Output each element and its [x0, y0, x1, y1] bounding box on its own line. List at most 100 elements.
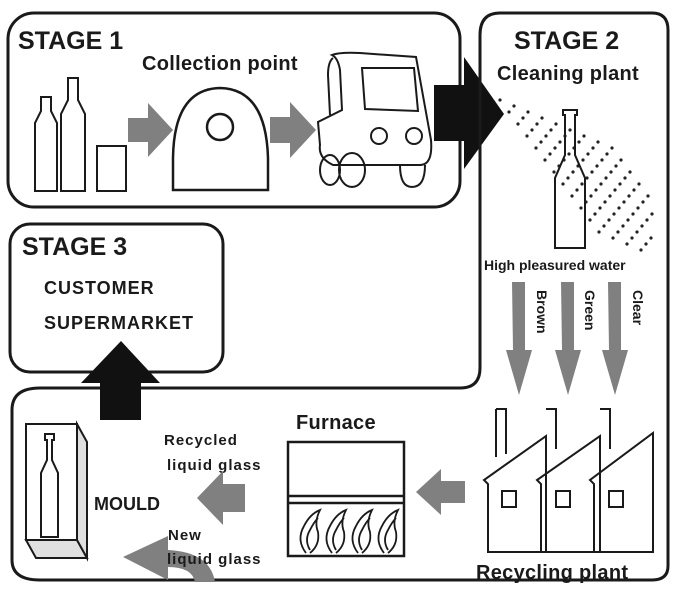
water-drop	[641, 200, 645, 204]
water-drop	[585, 176, 589, 180]
water-drop	[596, 140, 600, 144]
water-drop	[614, 164, 618, 168]
recycling-plant-label: Recycling plant	[476, 562, 628, 584]
stage2-frame	[500, 11, 670, 582]
stage3-customer: CUSTOMER	[44, 278, 155, 298]
flame-icon	[377, 508, 400, 554]
new-glass-label-1: New	[168, 527, 202, 544]
stage1-title: STAGE 1	[18, 27, 123, 55]
water-drop	[570, 194, 574, 198]
arrow-to-stage3	[81, 341, 160, 420]
water-drop	[644, 242, 648, 246]
water-drop	[600, 158, 604, 162]
arrow-new-glass	[123, 536, 215, 582]
water-drop	[632, 188, 636, 192]
water-drop	[591, 146, 595, 150]
flame-icon	[351, 508, 374, 554]
water-drop	[636, 206, 640, 210]
water-drop	[631, 212, 635, 216]
water-drop	[628, 170, 632, 174]
water-drop	[593, 212, 597, 216]
washed-bottle-icon	[554, 109, 586, 249]
water-drop	[580, 182, 584, 186]
water-drop	[646, 194, 650, 198]
water-drop	[586, 152, 590, 156]
water-drop	[611, 236, 615, 240]
water-drop	[507, 110, 511, 114]
water-drop	[568, 128, 572, 132]
water-drop	[567, 152, 571, 156]
stage3-title: STAGE 3	[22, 233, 127, 261]
water-drop	[588, 218, 592, 222]
bottles-icon	[34, 77, 127, 192]
water-drop	[571, 170, 575, 174]
arrow-clear	[602, 282, 628, 395]
water-drop	[645, 218, 649, 222]
water-drop	[619, 158, 623, 162]
water-drop	[548, 152, 552, 156]
water-drop	[594, 188, 598, 192]
water-drop	[625, 242, 629, 246]
water-drop	[637, 182, 641, 186]
water-drop	[581, 158, 585, 162]
water-drop	[635, 230, 639, 234]
water-drop	[539, 140, 543, 144]
furnace-icon	[286, 440, 406, 558]
water-drop	[534, 146, 538, 150]
stage2-title: STAGE 2	[514, 27, 619, 55]
arrow-green	[555, 282, 581, 395]
water-drop	[543, 158, 547, 162]
water-drop	[603, 200, 607, 204]
water-drop	[530, 128, 534, 132]
mould-label: MOULD	[94, 494, 160, 514]
water-drop	[558, 140, 562, 144]
water-drop	[582, 134, 586, 138]
water-drop	[650, 212, 654, 216]
water-drop	[649, 236, 653, 240]
recycling-plant-icon	[482, 408, 654, 553]
flame-icon	[325, 508, 348, 554]
water-spray-icon	[498, 98, 654, 252]
water-drop	[607, 218, 611, 222]
water-drop	[535, 122, 539, 126]
water-drop	[639, 248, 643, 252]
water-drop	[626, 218, 630, 222]
furnace-label: Furnace	[296, 412, 376, 434]
label-clear: Clear	[630, 290, 646, 326]
water-drop	[610, 146, 614, 150]
mould-icon	[24, 420, 89, 562]
water-drop	[617, 206, 621, 210]
collection-bin-icon	[171, 86, 270, 192]
water-drop	[602, 224, 606, 228]
water-drop	[526, 110, 530, 114]
truck-icon	[316, 51, 433, 189]
water-drop	[525, 134, 529, 138]
water-drop	[549, 128, 553, 132]
water-drop	[597, 230, 601, 234]
water-drop	[579, 206, 583, 210]
label-brown: Brown	[534, 290, 550, 334]
water-drop	[590, 170, 594, 174]
water-drop	[623, 176, 627, 180]
water-drop	[608, 194, 612, 198]
recycled-glass-label-2: liquid glass	[167, 457, 262, 474]
label-green: Green	[582, 290, 598, 330]
arrow-brown	[506, 282, 532, 395]
water-drop	[561, 182, 565, 186]
water-drop	[621, 224, 625, 228]
stage2-inner-edge	[10, 11, 652, 582]
new-glass-label-2: liquid glass	[167, 551, 262, 568]
recycled-glass-label-1: Recycled	[164, 432, 238, 449]
arrow-to-furnace	[416, 469, 465, 515]
water-drop	[552, 170, 556, 174]
water-drop	[612, 212, 616, 216]
water-drop	[544, 134, 548, 138]
water-drop	[577, 140, 581, 144]
water-drop	[599, 182, 603, 186]
water-drop	[521, 116, 525, 120]
water-drop	[516, 122, 520, 126]
water-drop	[540, 116, 544, 120]
water-drop	[604, 176, 608, 180]
water-drop	[589, 194, 593, 198]
